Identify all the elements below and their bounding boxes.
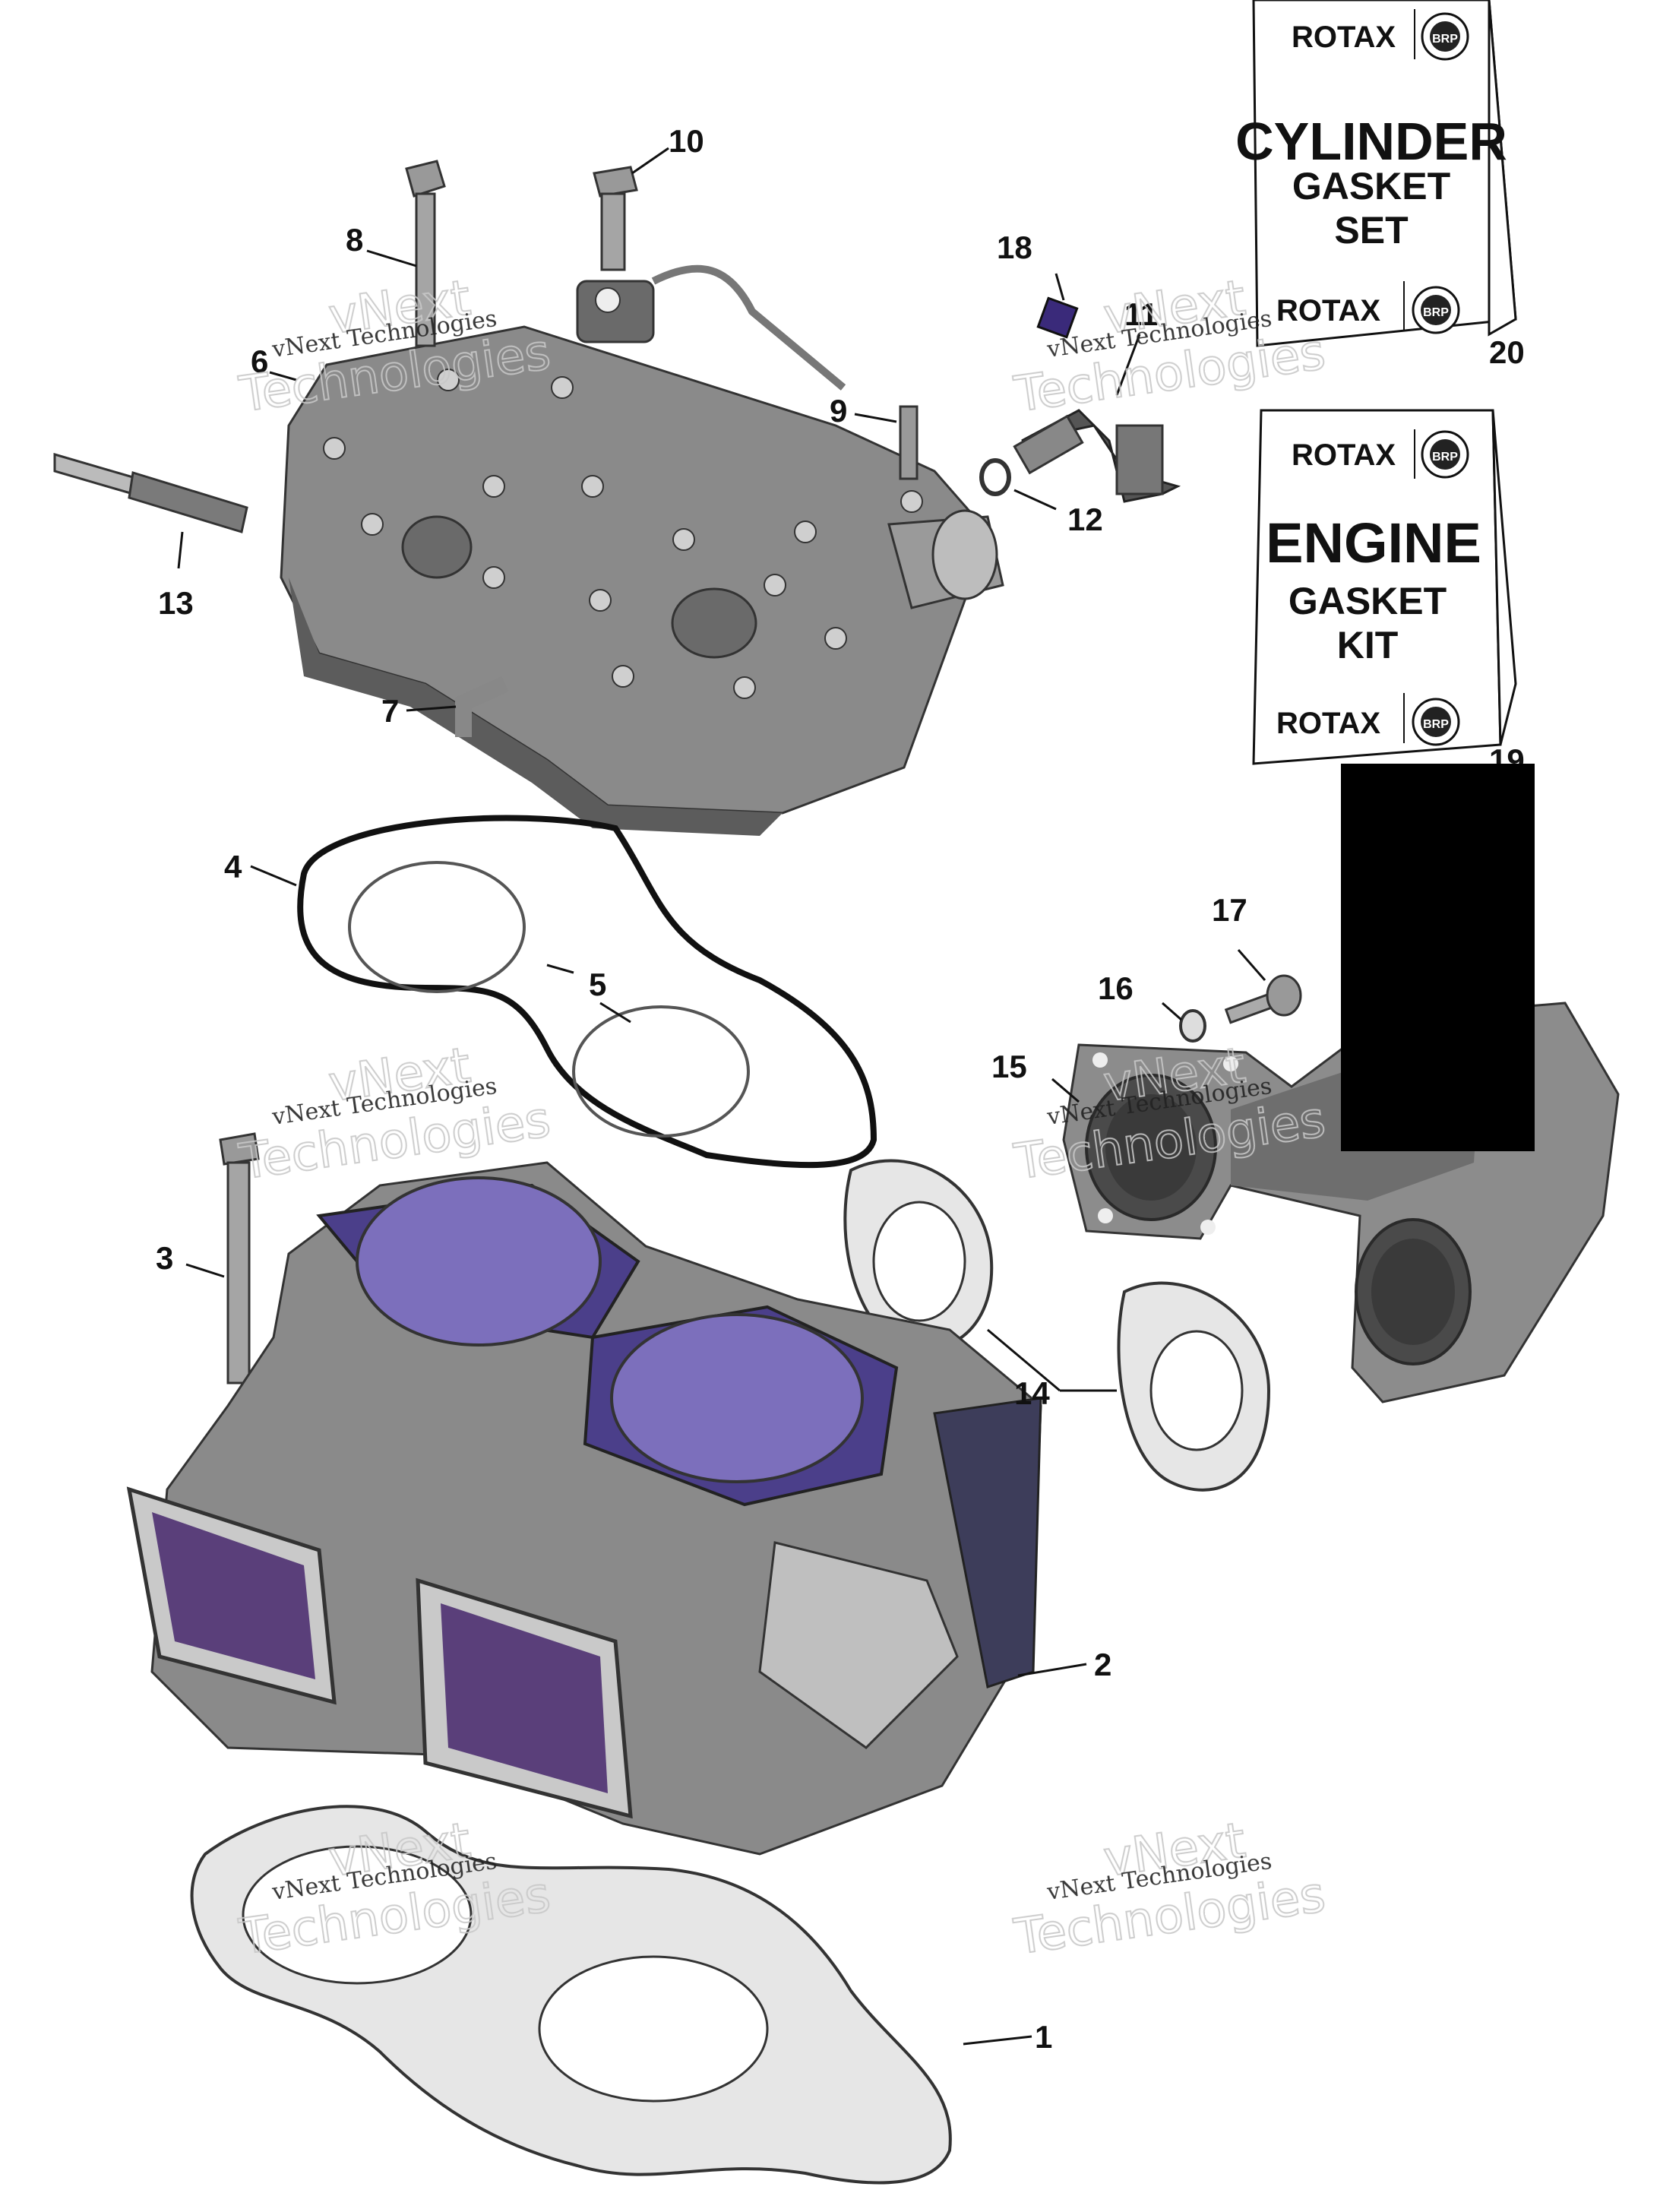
bolt-17 xyxy=(1224,974,1302,1024)
callout-15: 15 xyxy=(991,1049,1027,1084)
callout-12: 12 xyxy=(1067,502,1103,537)
temperature-sensor xyxy=(1013,409,1181,503)
callout-18: 18 xyxy=(997,229,1032,265)
callout-3: 3 xyxy=(156,1240,173,1276)
kit19-brand-mark-top: BRP xyxy=(1432,451,1458,464)
bolt-3 xyxy=(219,1132,260,1384)
kit20-brand-mark-top: BRP xyxy=(1432,33,1458,46)
brp-logo-icon: BRP xyxy=(1414,429,1469,479)
callout-20: 20 xyxy=(1489,334,1525,370)
o-ring-12 xyxy=(979,458,1011,496)
exhaust-gasket-2 xyxy=(1117,1281,1271,1492)
callout-5: 5 xyxy=(589,967,606,1002)
bolt-8 xyxy=(405,160,446,347)
kit19-line1: ENGINE xyxy=(1266,511,1481,574)
kit20-brand-top: ROTAX xyxy=(1292,21,1396,54)
head-gasket xyxy=(297,815,877,1169)
callouts: 1 2 3 4 5 6 7 8 9 10 11 12 13 14 15 16 1… xyxy=(156,123,1247,2055)
knock-sensor xyxy=(576,264,846,391)
spark-plug xyxy=(53,453,248,533)
brp-logo-icon: BRP xyxy=(1414,9,1469,61)
callout-6: 6 xyxy=(251,343,268,379)
kit-box-engine-gasket-kit: ROTAX BRP ENGINE GASKET KIT ROTAX BRP 19 xyxy=(1252,409,1525,778)
callout-7: 7 xyxy=(381,693,399,729)
brp-logo-icon: BRP xyxy=(1403,281,1460,334)
cylinder-head xyxy=(280,325,1004,836)
clip-18 xyxy=(1036,296,1079,339)
fitting-9 xyxy=(899,405,919,480)
kit20-brand-mark-bottom: BRP xyxy=(1423,306,1449,319)
callout-1: 1 xyxy=(1035,2019,1052,2055)
cylinder-block xyxy=(126,1161,1042,1856)
kit-box-cylinder-gasket-set: ROTAX BRP CYLINDER GASKET SET ROTAX BRP … xyxy=(1235,0,1525,370)
kit19-brand-bottom: ROTAX xyxy=(1276,707,1380,740)
watermark-bottom-right: vNext vNext Technologies Technologies xyxy=(1010,1812,1329,1967)
callout-14: 14 xyxy=(1014,1375,1050,1411)
callout-2: 2 xyxy=(1094,1647,1111,1682)
brp-logo-icon: BRP xyxy=(1403,693,1460,746)
kit20-line2: GASKET xyxy=(1292,165,1450,207)
kit19-line2: GASKET xyxy=(1288,580,1447,622)
base-gasket xyxy=(190,1805,952,2185)
kit19-brand-top: ROTAX xyxy=(1292,438,1396,472)
callout-17: 17 xyxy=(1212,892,1247,928)
kit20-line3: SET xyxy=(1334,209,1408,252)
watermark-mid-left: vNext vNext Technologies Technologies xyxy=(235,1037,554,1192)
elbow-7 xyxy=(455,676,509,737)
redaction-block xyxy=(1341,764,1535,1151)
callout-4: 4 xyxy=(224,849,242,884)
leader-lines xyxy=(177,147,1266,2046)
kit20-brand-bottom: ROTAX xyxy=(1276,294,1380,328)
kit19-brand-mark-bottom: BRP xyxy=(1423,718,1449,731)
callout-8: 8 xyxy=(346,222,363,258)
kit19-line3: KIT xyxy=(1337,624,1399,666)
callout-13: 13 xyxy=(158,585,194,621)
callout-11: 11 xyxy=(1124,296,1158,332)
callout-9: 9 xyxy=(830,393,847,429)
exhaust-gasket-1 xyxy=(843,1159,994,1351)
callout-10: 10 xyxy=(669,123,704,159)
callout-16: 16 xyxy=(1098,970,1134,1006)
washer-16 xyxy=(1179,1009,1206,1043)
kit20-line1: CYLINDER xyxy=(1235,112,1507,171)
bolt-10 xyxy=(593,166,638,271)
